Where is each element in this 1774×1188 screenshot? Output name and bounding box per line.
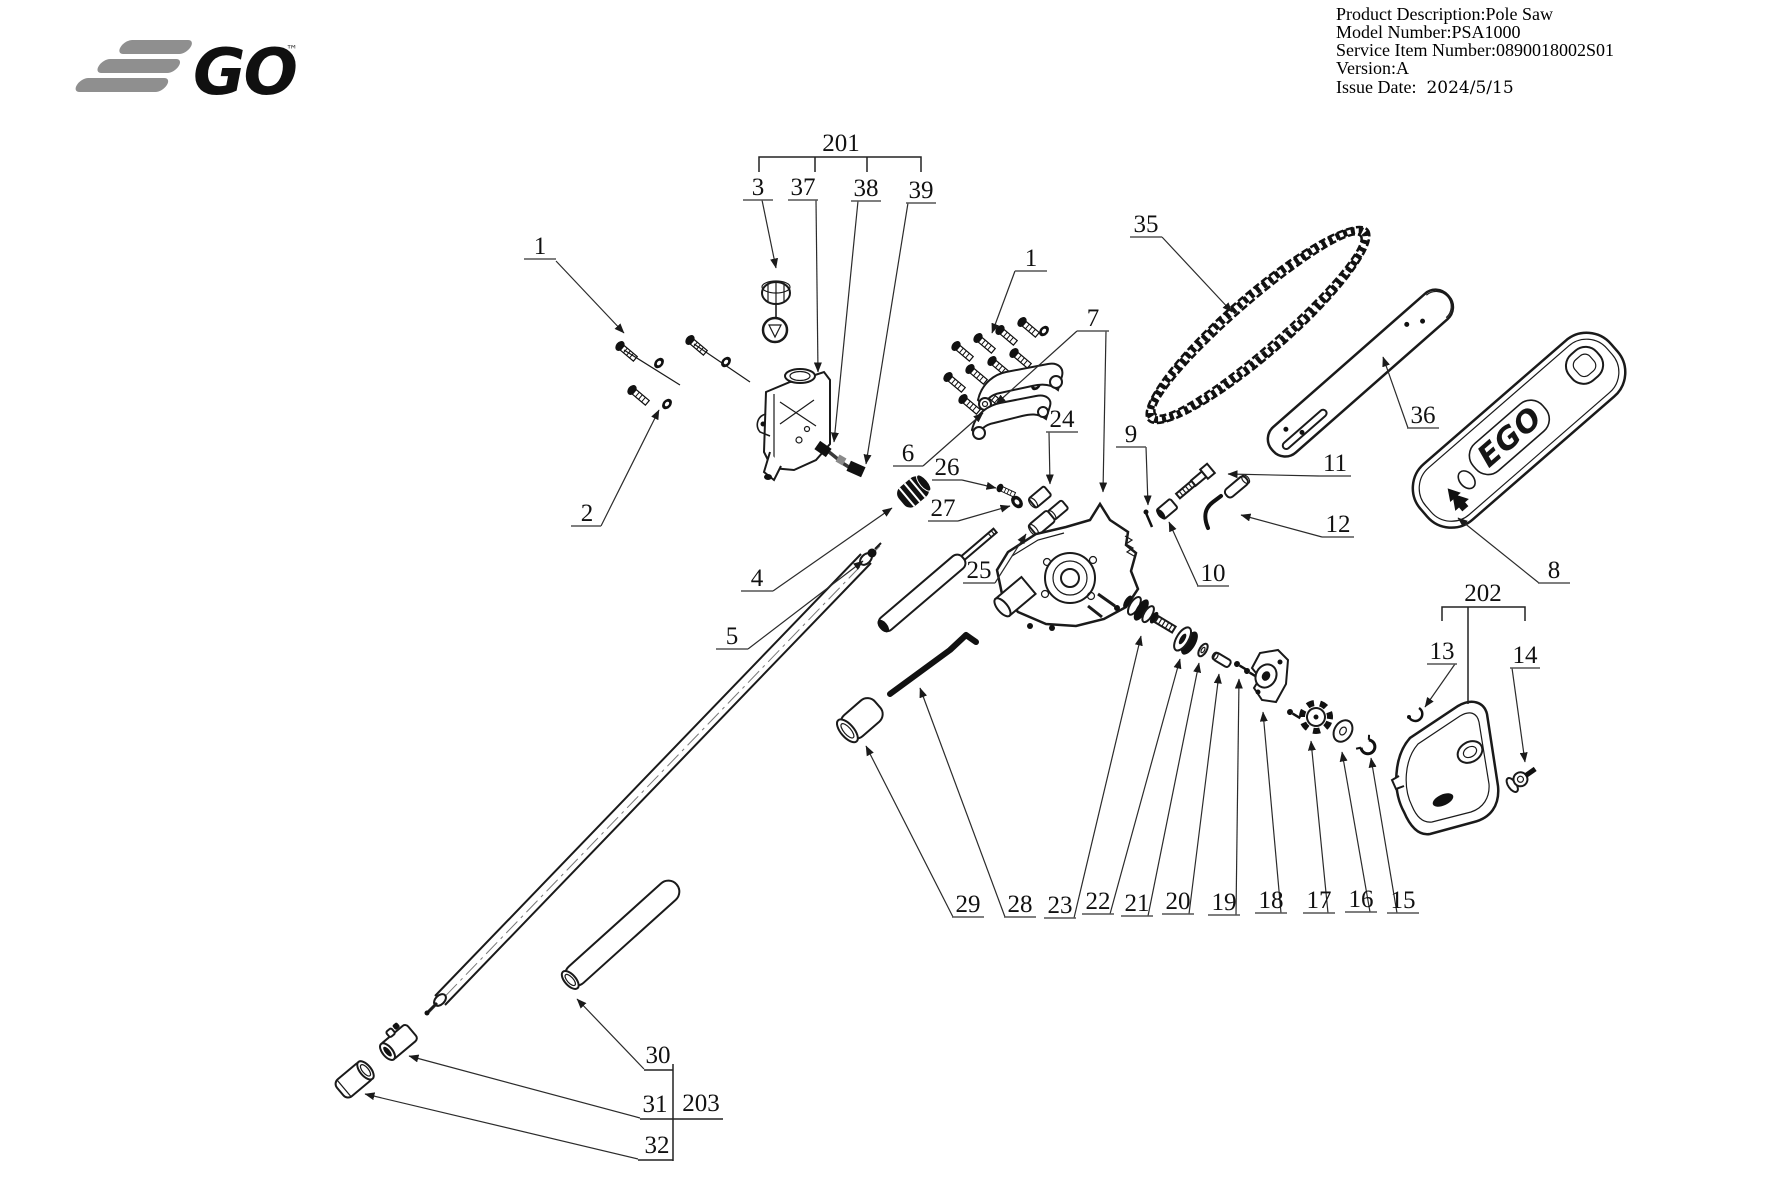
callout-2: 2: [581, 500, 594, 527]
callout-18: 18: [1259, 887, 1284, 914]
callout-10: 10: [1201, 560, 1226, 587]
issue-date-line: Issue Date:2024/5/15: [1336, 77, 1514, 98]
cover-screw: [1505, 766, 1537, 793]
collar-sleeve: [836, 697, 884, 744]
main-pole-tube: [424, 545, 881, 1016]
callout-1-center: 1: [1025, 245, 1038, 272]
callout-13: 13: [1430, 638, 1455, 665]
tree-icon: [1447, 488, 1469, 512]
coupler: [379, 1022, 418, 1061]
ego-logo-go-text: GO: [193, 36, 297, 110]
pump-sprocket: [1299, 700, 1333, 734]
drive-shaft: [877, 527, 999, 633]
callout-16: 16: [1349, 886, 1374, 913]
lower-clamp-tube: [560, 879, 681, 990]
callout-15: 15: [1391, 887, 1416, 914]
oil-hose: [814, 440, 866, 478]
oil-pump-plate: [1250, 648, 1290, 704]
callout-underlines: [524, 199, 1570, 919]
callout-31: 31: [643, 1091, 668, 1118]
callout-28: 28: [1008, 891, 1033, 918]
hex-wrench: [887, 632, 979, 697]
callout-17: 17: [1307, 887, 1332, 914]
callout-30: 30: [646, 1042, 671, 1069]
callout-labels: 1 2 3 37 38 39 201 1 35 7 6 26 27 24 9 1…: [534, 130, 1561, 1159]
callout-4: 4: [751, 565, 764, 592]
gearbox-housing: [993, 501, 1140, 631]
callout-27: 27: [931, 495, 956, 522]
rubber-cap-knob: [897, 474, 932, 508]
tube-plug: [867, 542, 882, 558]
saw-chain: [1145, 225, 1371, 425]
callout-7: 7: [1087, 305, 1100, 332]
version-line: Version:A: [1336, 58, 1409, 78]
ego-logo: GO ™: [75, 36, 299, 110]
retainer-clip: [1407, 706, 1424, 723]
callout-203: 203: [682, 1090, 720, 1117]
callout-9: 9: [1125, 421, 1138, 448]
tensioner-parts: [1143, 462, 1251, 530]
callout-5: 5: [726, 623, 739, 650]
callout-20: 20: [1166, 888, 1191, 915]
callout-3: 3: [752, 174, 765, 201]
oil-cap: [761, 280, 791, 344]
callout-19: 19: [1212, 889, 1237, 916]
saddle-clamps: [970, 362, 1064, 440]
output-parts-train: [1123, 595, 1377, 756]
guide-bar: [1266, 288, 1455, 458]
callout-26: 26: [935, 454, 960, 481]
callout-23: 23: [1048, 892, 1073, 919]
callout-39: 39: [909, 177, 934, 204]
callout-36: 36: [1411, 402, 1436, 429]
service-item-number-line: Service Item Number:0890018002S01: [1336, 40, 1614, 60]
callout-22: 22: [1086, 888, 1111, 915]
oil-tank: [756, 368, 831, 482]
callout-201: 201: [822, 130, 860, 157]
callout-11: 11: [1323, 450, 1347, 477]
model-number-line: Model Number:PSA1000: [1336, 22, 1521, 42]
bar-cover: EGO: [1411, 331, 1627, 529]
callout-12: 12: [1326, 511, 1351, 538]
callout-6: 6: [902, 440, 915, 467]
e-clip: [1355, 734, 1377, 756]
callout-21: 21: [1125, 890, 1150, 917]
ego-logo-e-bars: [75, 40, 192, 92]
leader-lines: [364, 199, 1540, 1160]
callout-35: 35: [1134, 211, 1159, 238]
callout-32: 32: [645, 1132, 670, 1159]
small-bushings-set: [994, 482, 1069, 537]
callout-24: 24: [1050, 406, 1076, 433]
callout-38: 38: [854, 175, 879, 202]
group-brackets: [638, 156, 1526, 1161]
callout-1-left: 1: [534, 233, 547, 260]
callout-25: 25: [967, 557, 992, 584]
callout-8: 8: [1548, 557, 1561, 584]
callout-37: 37: [791, 174, 816, 201]
callout-14: 14: [1513, 642, 1539, 669]
end-cap: [334, 1060, 375, 1099]
sprocket-cover: [1390, 700, 1537, 836]
trademark-symbol: ™: [286, 43, 298, 57]
callout-202: 202: [1464, 580, 1502, 607]
product-description-line: Product Description:Pole Saw: [1336, 4, 1553, 24]
product-info-block: Product Description:Pole Saw Model Numbe…: [1336, 4, 1614, 98]
left-screw-set: [612, 332, 751, 412]
flat-washer: [1332, 719, 1354, 743]
callout-29: 29: [956, 891, 981, 918]
